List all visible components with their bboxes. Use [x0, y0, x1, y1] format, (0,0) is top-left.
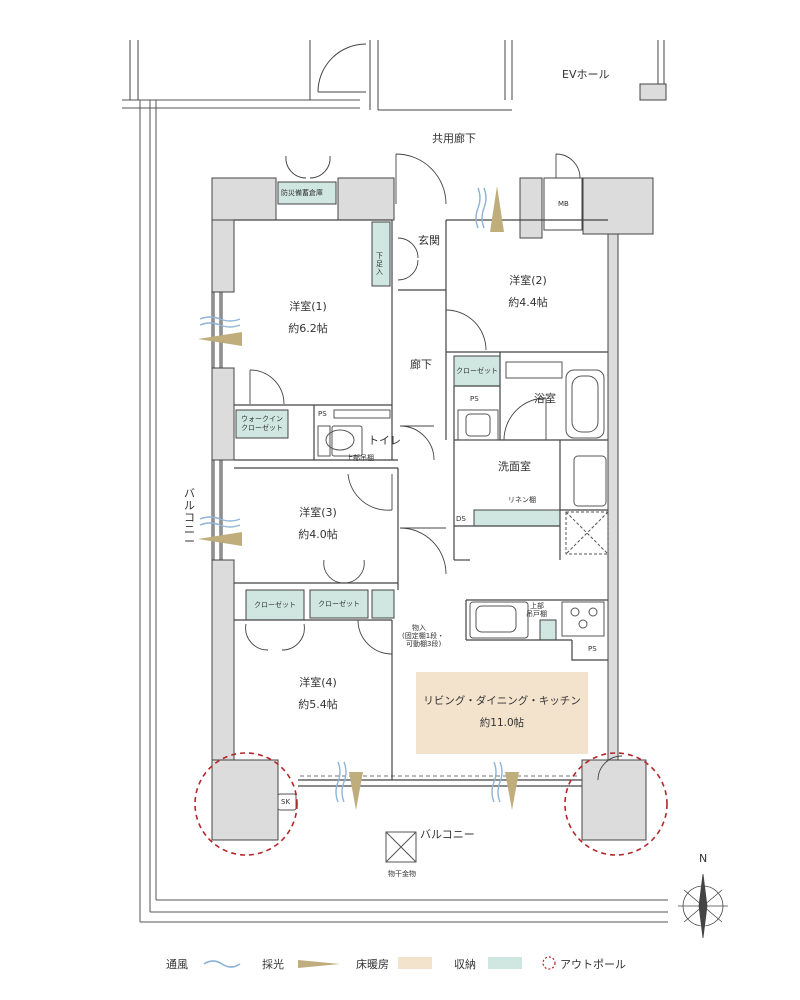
mb-label: MB — [558, 200, 569, 208]
west-windows — [213, 291, 221, 561]
mb-box — [543, 177, 583, 231]
toilet-label: トイレ — [368, 434, 401, 447]
room-western2-name: 洋室(2) — [509, 274, 547, 287]
room-western1: 洋室(1) 約6.2帖 — [268, 296, 348, 340]
fixtures — [277, 361, 609, 863]
balcony-side-label: バルコニー — [184, 487, 195, 548]
legend-floor-heating-icon — [398, 957, 432, 969]
legend-outpole-label: アウトポール — [560, 958, 626, 971]
upper-structure — [129, 40, 667, 111]
sk-label: SK — [281, 798, 291, 806]
legend-outpole-icon — [542, 956, 556, 970]
storage-label-2: (固定棚1段・ — [402, 632, 445, 640]
legend-ventilation-label: 通風 — [166, 958, 188, 971]
room-western3-name: 洋室(3) — [299, 506, 337, 519]
closet-room4-label: クローゼット — [254, 600, 296, 609]
ps-label-toilet: PS — [318, 410, 327, 418]
room-ldk-size: 約11.0帖 — [479, 717, 525, 729]
room-western4-name: 洋室(4) — [299, 676, 337, 689]
common-corridor-label: 共用廊下 — [432, 132, 476, 145]
closet-room2-label: クローゼット — [456, 366, 498, 375]
corridor-label: 廊下 — [410, 358, 432, 371]
closet-room3-label: クローゼット — [318, 599, 360, 608]
doors — [245, 153, 623, 781]
closet-hanger-label: 物干金物 — [388, 870, 416, 878]
ds-label: DS — [456, 515, 466, 523]
linen-shelf-label: リネン棚 — [508, 496, 536, 504]
upper-cabinet-label-1: 上部 — [530, 602, 544, 610]
compass-icon — [678, 873, 728, 939]
washroom-label: 洗面室 — [498, 460, 531, 473]
walkin-closet-label: ウォークイン クローゼット — [236, 410, 288, 438]
room-western2-size: 約4.4帖 — [508, 296, 548, 309]
storage-label-1: 物入 — [412, 624, 426, 632]
walkin-closet-line2: クローゼット — [241, 424, 283, 432]
balcony-bottom-label: バルコニー — [420, 828, 475, 841]
disaster-storage-box — [277, 181, 337, 205]
room-western4: 洋室(4) 約5.4帖 — [278, 672, 358, 716]
legend-storage-label: 収納 — [454, 958, 476, 971]
room-ldk-name: リビング・ダイニング・キッチン — [423, 695, 581, 707]
room-western1-size: 約6.2帖 — [288, 322, 328, 335]
ps-label-bath: PS — [470, 395, 479, 403]
legend-floor-heating-label: 床暖房 — [356, 958, 389, 971]
floor-heating-area — [416, 672, 588, 754]
walkin-closet-line1: ウォークイン — [241, 415, 283, 423]
upper-shelf-label: 上部吊棚 — [346, 454, 374, 462]
room-western3-size: 約4.0帖 — [298, 528, 338, 541]
daylight-marks — [198, 186, 519, 810]
outpole-marks — [194, 752, 668, 856]
interior-walls — [234, 219, 608, 787]
ps-label-kitchen: PS — [588, 645, 597, 653]
storage-label-3: 可動棚3段) — [406, 640, 442, 648]
room-ldk: リビング・ダイニング・キッチン 約11.0帖 — [416, 690, 588, 734]
room-western1-name: 洋室(1) — [289, 300, 327, 313]
room-western2: 洋室(2) 約4.4帖 — [488, 270, 568, 314]
ev-hall-label: EVホール — [562, 68, 610, 81]
balcony-railing — [122, 99, 668, 923]
room-western4-size: 約5.4帖 — [298, 698, 338, 711]
legend-daylight-label: 採光 — [262, 958, 284, 971]
ventilation-marks — [199, 187, 503, 803]
bathroom-label: 浴室 — [534, 392, 556, 405]
legend-storage-icon — [488, 957, 522, 969]
upper-cabinet-label-2: 吊戸棚 — [526, 610, 547, 618]
entrance-label: 玄関 — [418, 234, 440, 247]
shoe-storage-label: 下足入 — [376, 252, 383, 276]
legend-icons — [203, 956, 556, 970]
legend-ventilation-icon — [203, 960, 241, 968]
room-western3: 洋室(3) 約4.0帖 — [278, 502, 358, 546]
north-label: N — [699, 852, 708, 865]
disaster-storage-label: 防災備蓄倉庫 — [281, 189, 323, 197]
legend-daylight-icon — [298, 960, 340, 968]
